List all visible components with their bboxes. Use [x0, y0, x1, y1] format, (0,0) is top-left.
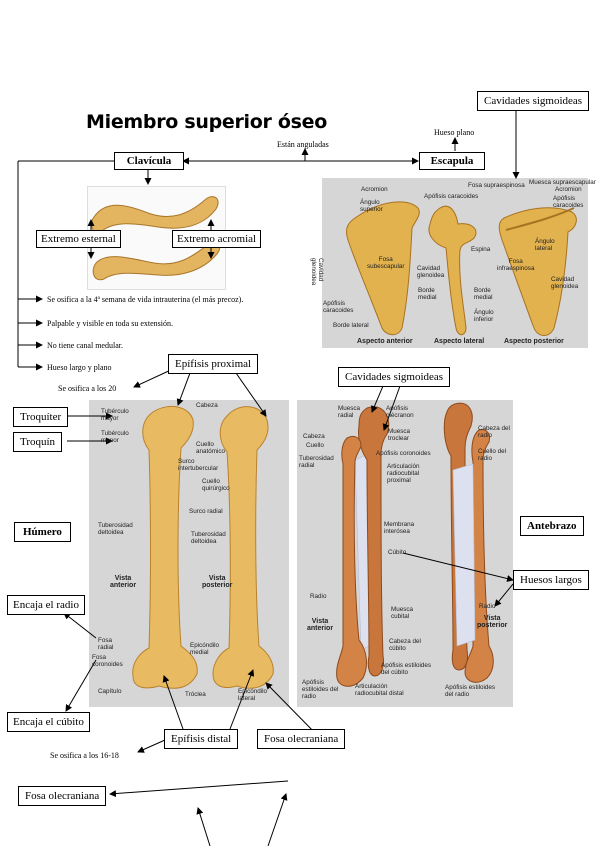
forearm-label-tuberosidad-radial: Tuberosidad radial — [299, 455, 334, 469]
clavicula-bullet-4: Hueso largo y plano — [47, 363, 112, 372]
humerus-label-vista-posterior: Vista posterior — [202, 575, 233, 589]
humerus-label-tuberosidad-deltoidea-2: Tuberosidad deltoidea — [191, 531, 226, 545]
forearm-label-cuello: Cuello — [306, 442, 324, 449]
scapula-label-borde-medial-2: Borde medial — [474, 287, 493, 301]
humerus-label-tuberculo-mayor: Tubérculo mayor — [101, 408, 129, 422]
humerus-label-cabeza: Cabeza — [196, 402, 218, 409]
scapula-label-fosa-subescapular: Fosa subescapular — [367, 256, 405, 270]
osifica-20-note: Se osifica a los 20 — [58, 384, 117, 393]
scapula-label-fosa-infraespinosa: Fosa infraespinosa — [497, 258, 535, 272]
scapula-label-aspecto-anterior: Aspecto anterior — [357, 338, 413, 345]
forearm-label-apofisis-estiloides-radio-2: Apófisis estiloides del radio — [445, 684, 496, 698]
forearm-label-apofisis-olecranon: Apófisis olécranon — [386, 405, 414, 419]
scapula-label-angulo-lateral: Ángulo lateral — [535, 238, 555, 252]
humerus-label-troclea: Tróclea — [185, 691, 206, 698]
humerus-label-epicondilo-medial: Epicóndilo medial — [190, 642, 220, 656]
forearm-label-apofisis-coronoides: Apófisis coronoides — [376, 450, 431, 457]
scapula-label-aspecto-posterior: Aspecto posterior — [504, 338, 564, 345]
forearm-label-radio-2: Radio — [479, 603, 496, 610]
humerus-label-capitulo: Capítulo — [98, 688, 122, 695]
humerus-label-epicondilo-lateral: Epicóndilo lateral — [238, 688, 268, 702]
link-note: Están anguladas — [277, 140, 329, 149]
humerus-label-fosa-radial: Fosa radial — [98, 637, 114, 651]
epifisis-distal-box: Epífisis distal — [164, 729, 239, 749]
forearm-label-articulacion-distal: Articulación radiocubital distal — [355, 683, 404, 697]
huesos-largos-box: Huesos largos — [513, 570, 589, 590]
forearm-label-cubito: Cúbito — [388, 549, 407, 556]
scapula-label-espina: Espina — [471, 246, 491, 253]
forearm-label-cabeza-cubito: Cabeza del cúbito — [389, 638, 421, 652]
encaja-radio-box: Encaja el radio — [7, 595, 85, 615]
forearm-bones — [336, 402, 494, 687]
hueso-plano-note: Hueso plano — [434, 128, 475, 137]
scapula-label-cavidad-glenoidea-v: Cavidad glenoidea — [310, 258, 324, 286]
encaja-cubito-box: Encaja el cúbito — [7, 712, 90, 732]
forearm-label-apofisis-estiloides-cubito: Apófisis estiloides del cúbito — [381, 662, 432, 676]
clavicula-bullet-3: No tiene canal medular. — [47, 341, 123, 350]
troquin-box: Troquín — [13, 432, 63, 452]
extremo-acromial-box: Extremo acromial — [172, 230, 262, 248]
scapula-label-apofisis-caracoides: Apófisis caracoides — [424, 193, 479, 200]
humerus-label-tuberculo-menor: Tubérculo menor — [101, 430, 129, 444]
scapula-label-aspecto-lateral: Aspecto lateral — [434, 338, 485, 345]
extremo-esternal-box: Extremo esternal — [36, 230, 121, 248]
scapula-illustration — [322, 178, 588, 348]
clavicula-bullet-1: Se osifica a la 4ª semana de vida intrau… — [47, 295, 244, 304]
scapula-label-acromion-2: Acromion — [555, 186, 582, 193]
fosa-olecraniana-box: Fosa olecraniana — [257, 729, 346, 749]
forearm-label-membrana-interosea: Membrana interósea — [384, 521, 415, 535]
epifisis-proximal-box: Epífisis proximal — [168, 354, 259, 374]
forearm-label-muesca-troclear: Muesca troclear — [388, 428, 411, 442]
cavidades-sigmoideas-box-top: Cavidades sigmoideas — [477, 91, 590, 111]
forearm-label-cabeza-radio: Cabeza del radio — [478, 425, 510, 439]
forearm-label-cuello-radio: Cuello del radio — [478, 448, 507, 462]
scapula-label-apofisis-caracoides-2: Apófisis caracoides — [553, 195, 584, 209]
scapula-label-angulo-inferior: Ángulo inferior — [474, 309, 494, 323]
escapula-box: Escapula — [419, 152, 485, 170]
forearm-label-apofisis-estiloides-radio: Apófisis estiloides del radio — [302, 679, 339, 700]
scapula-label-fosa-supraespinosa: Fosa supraespinosa — [468, 182, 525, 189]
humerus-label-surco-intertubercular: Surco intertubercular — [178, 458, 219, 472]
humerus-bones — [132, 405, 274, 689]
humerus-label-surco-radial: Surco radial — [189, 508, 223, 515]
forearm-label-muesca-cubital: Muesca cubital — [391, 606, 414, 620]
humerus-label-tuberosidad-deltoidea: Tuberosidad deltoidea — [98, 522, 133, 536]
forearm-label-vista-posterior: Vista posterior — [477, 615, 508, 629]
forearm-label-articulacion-proximal: Articulación radiocubital proximal — [387, 463, 420, 484]
page-title: Miembro superior óseo — [86, 111, 327, 133]
scapula-label-borde-medial: Borde medial — [418, 287, 437, 301]
forearm-label-cabeza: Cabeza — [303, 433, 325, 440]
cavidades-sigmoideas-box-forearm: Cavidades sigmoideas — [338, 367, 451, 387]
scapula-label-cavidad-glenoidea: Cavidad glenoidea — [417, 265, 445, 279]
humerus-label-cuello-quirurgico: Cuello quirúrgico — [202, 478, 230, 492]
scapula-label-apofisis-caracoides-3: Apófisis caracoides — [323, 300, 354, 314]
osifica-16-18-note: Se osifica a los 16-18 — [50, 751, 119, 760]
humerus-label-vista-anterior: Vista anterior — [110, 575, 137, 589]
scapula-label-cavidad-glenoidea-2: Cavidad glenoidea — [551, 276, 579, 290]
clavicula-bullet-2: Palpable y visible en toda su extensión. — [47, 319, 173, 328]
scapula-label-muesca-supraescapular: Muesca supraescapular — [529, 179, 596, 186]
clavicula-box: Clavícula — [114, 152, 184, 170]
scapula-bones — [345, 201, 577, 336]
scapula-label-borde-lateral: Borde lateral — [333, 322, 369, 329]
fosa-olecraniana-box-bottom: Fosa olecraniana — [18, 786, 107, 806]
humerus-label-cuello-anatomico: Cuello anatómico — [196, 441, 226, 455]
clavicle-bones — [91, 196, 221, 281]
forearm-label-radio: Radio — [310, 593, 327, 600]
antebrazo-box: Antebrazo — [520, 516, 584, 536]
scapula-label-acromion: Acromion — [361, 186, 388, 193]
forearm-label-vista-anterior: Vista anterior — [307, 618, 334, 632]
humerus-illustration — [89, 400, 289, 707]
humero-box: Húmero — [14, 522, 71, 542]
scapula-label-angulo-superior: Ángulo superior — [360, 199, 383, 213]
forearm-label-muesca-radial: Muesca radial — [338, 405, 361, 419]
humerus-label-fosa-coronoides: Fosa coronoides — [92, 654, 123, 668]
troquiter-box: Troquíter — [13, 407, 69, 427]
